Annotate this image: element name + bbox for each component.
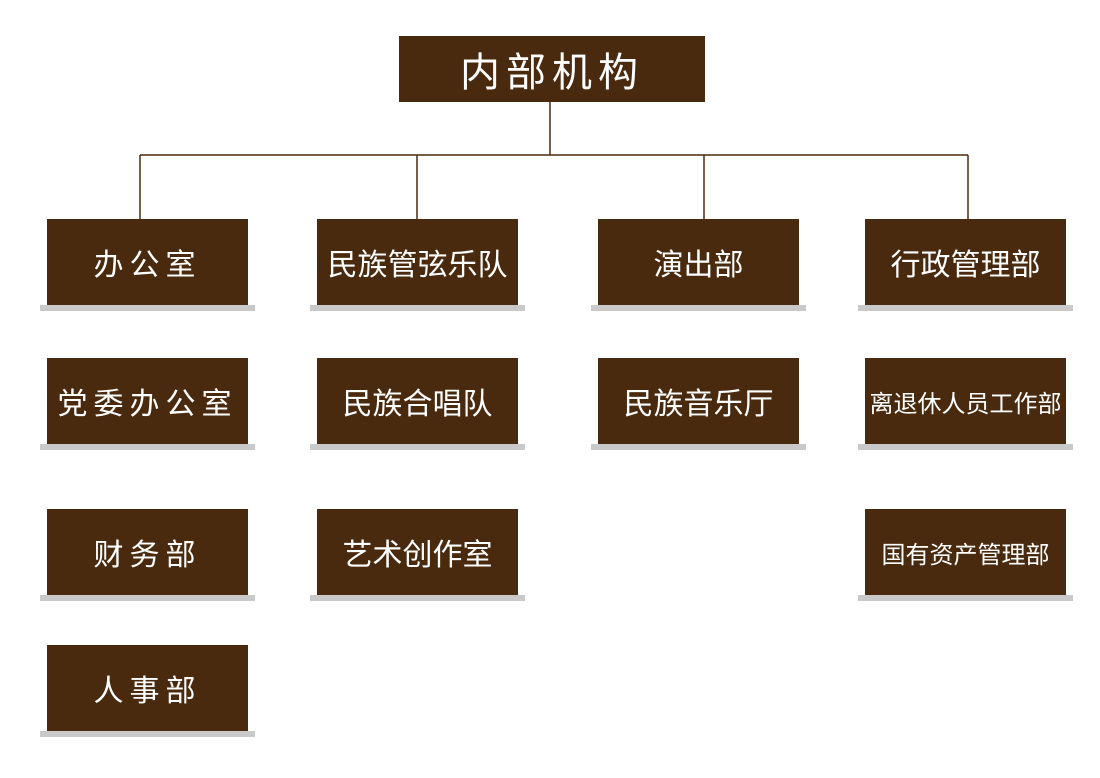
unit-shadow xyxy=(591,444,806,450)
root-node-internal-organization: 内部机构 xyxy=(399,36,705,102)
unit-retiree-affairs: 离退休人员工作部 xyxy=(858,358,1073,450)
unit-shadow xyxy=(310,305,525,311)
unit-shadow xyxy=(858,444,1073,450)
unit-shadow xyxy=(40,595,255,601)
unit-shadow xyxy=(591,305,806,311)
unit-concert-hall: 民族音乐厅 xyxy=(591,358,806,450)
unit-state-assets: 国有资产管理部 xyxy=(858,509,1073,601)
unit-shadow xyxy=(40,444,255,450)
unit-finance: 财务部 xyxy=(40,509,255,601)
unit-shadow xyxy=(310,595,525,601)
unit-shadow xyxy=(858,305,1073,311)
unit-label: 艺术创作室 xyxy=(317,509,518,595)
unit-personnel: 人事部 xyxy=(40,645,255,737)
unit-label: 办公室 xyxy=(47,219,248,305)
unit-party-committee-office: 党委办公室 xyxy=(40,358,255,450)
unit-administration: 行政管理部 xyxy=(858,219,1073,311)
unit-performance: 演出部 xyxy=(591,219,806,311)
unit-label: 国有资产管理部 xyxy=(865,509,1066,595)
unit-chinese-orchestra: 民族管弦乐队 xyxy=(310,219,525,311)
unit-shadow xyxy=(40,305,255,311)
unit-label: 民族合唱队 xyxy=(317,358,518,444)
unit-label: 民族管弦乐队 xyxy=(317,219,518,305)
unit-label: 演出部 xyxy=(598,219,799,305)
unit-label: 行政管理部 xyxy=(865,219,1066,305)
unit-label: 财务部 xyxy=(47,509,248,595)
unit-label: 人事部 xyxy=(47,645,248,731)
unit-label: 民族音乐厅 xyxy=(598,358,799,444)
unit-office: 办公室 xyxy=(40,219,255,311)
unit-label: 离退休人员工作部 xyxy=(865,358,1066,444)
unit-art-creation-studio: 艺术创作室 xyxy=(310,509,525,601)
unit-shadow xyxy=(40,731,255,737)
unit-label: 党委办公室 xyxy=(47,358,248,444)
unit-shadow xyxy=(310,444,525,450)
unit-shadow xyxy=(858,595,1073,601)
unit-chinese-choir: 民族合唱队 xyxy=(310,358,525,450)
